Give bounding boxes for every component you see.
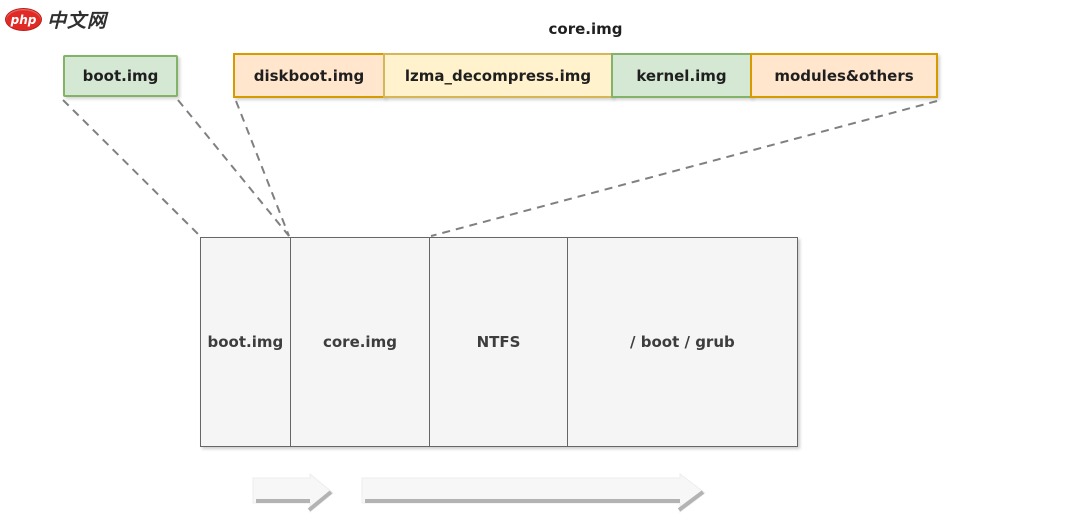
segment-modules-others: modules&others	[750, 53, 938, 98]
php-logo-badge: php	[5, 8, 42, 31]
disk-segment-boot-grub: / boot / grub	[630, 333, 735, 351]
connector-bootimg-right	[177, 99, 290, 237]
disk-segment-ntfs: NTFS	[430, 238, 568, 446]
long-arrow-icon	[361, 472, 706, 514]
core-img-title: core.img	[548, 20, 623, 38]
core-img-bar: diskboot.img lzma_decompress.img kernel.…	[233, 53, 938, 98]
connector-bootimg-left	[62, 99, 201, 237]
segment-lzma-decompress-img: lzma_decompress.img	[383, 53, 613, 98]
segment-diskboot-img: diskboot.img	[233, 53, 385, 98]
boot-img-box: boot.img	[63, 55, 178, 97]
connector-coreimg-left	[235, 100, 290, 237]
short-arrow-icon	[252, 472, 334, 514]
connector-coreimg-right	[430, 100, 938, 237]
disk-segment-core-img: core.img	[291, 238, 431, 446]
segment-kernel-img: kernel.img	[611, 53, 752, 98]
site-name-label: 中文网	[47, 10, 108, 32]
disk-layout-strip: boot.img core.img NTFS / boot / grub	[200, 237, 798, 447]
site-logo[interactable]: php 中文网	[5, 6, 107, 33]
disk-segment-boot-img: boot.img	[201, 238, 291, 446]
